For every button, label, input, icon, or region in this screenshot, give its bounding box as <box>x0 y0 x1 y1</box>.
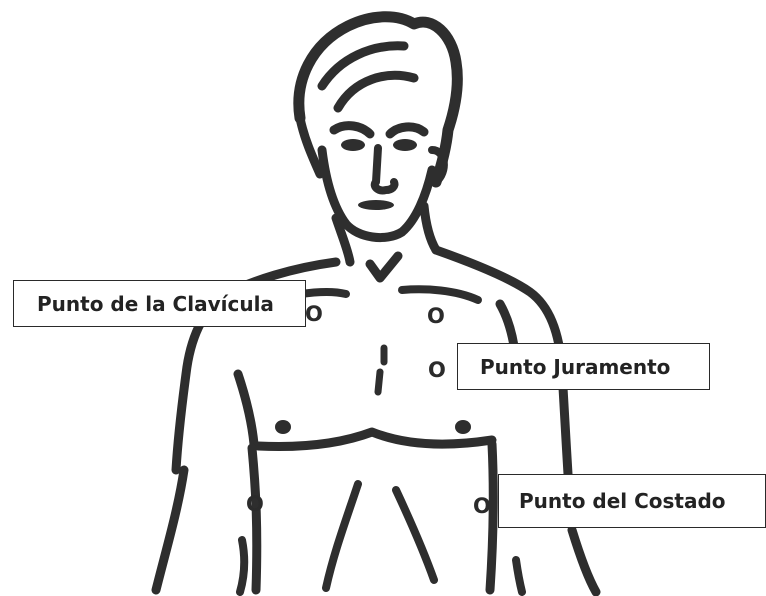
sternum-mark-lower <box>378 372 380 392</box>
right-forearm-inner <box>516 560 522 592</box>
right-nipple <box>455 420 471 434</box>
left-armpit <box>238 374 254 444</box>
label-punto-costado: Punto del Costado <box>498 474 766 528</box>
torso-left <box>252 448 257 590</box>
label-punto-juramento: Punto Juramento <box>457 343 710 390</box>
point-marker-juramento: O <box>428 360 446 381</box>
point-marker-right-costado: O <box>473 496 491 517</box>
abdomen-right <box>396 490 434 580</box>
point-marker-left-clavicle: O <box>305 304 323 325</box>
label-punto-clavicula-text: Punto de la Clavícula <box>37 292 274 316</box>
chest-line <box>258 432 492 446</box>
abdomen-left <box>326 484 358 588</box>
left-eye <box>341 139 365 151</box>
nose <box>375 148 395 190</box>
mouth <box>358 200 394 210</box>
left-forearm-inner <box>240 540 244 592</box>
label-punto-juramento-text: Punto Juramento <box>480 355 670 379</box>
label-punto-clavicula: Punto de la Clavícula <box>13 280 306 327</box>
right-arm-outer <box>572 530 596 592</box>
right-clavicle <box>402 289 478 300</box>
point-marker-left-costado: O <box>246 494 264 515</box>
hair-strands <box>300 46 414 174</box>
label-punto-costado-text: Punto del Costado <box>519 489 726 513</box>
neck-right <box>424 206 436 250</box>
right-eye <box>393 139 417 151</box>
jugular-notch <box>370 256 398 278</box>
left-arm-outer <box>156 470 184 590</box>
left-eyebrow <box>334 126 370 134</box>
left-nipple <box>275 420 291 434</box>
right-eyebrow <box>390 127 424 134</box>
right-armpit <box>500 304 514 346</box>
point-marker-right-clavicle: O <box>427 306 445 327</box>
